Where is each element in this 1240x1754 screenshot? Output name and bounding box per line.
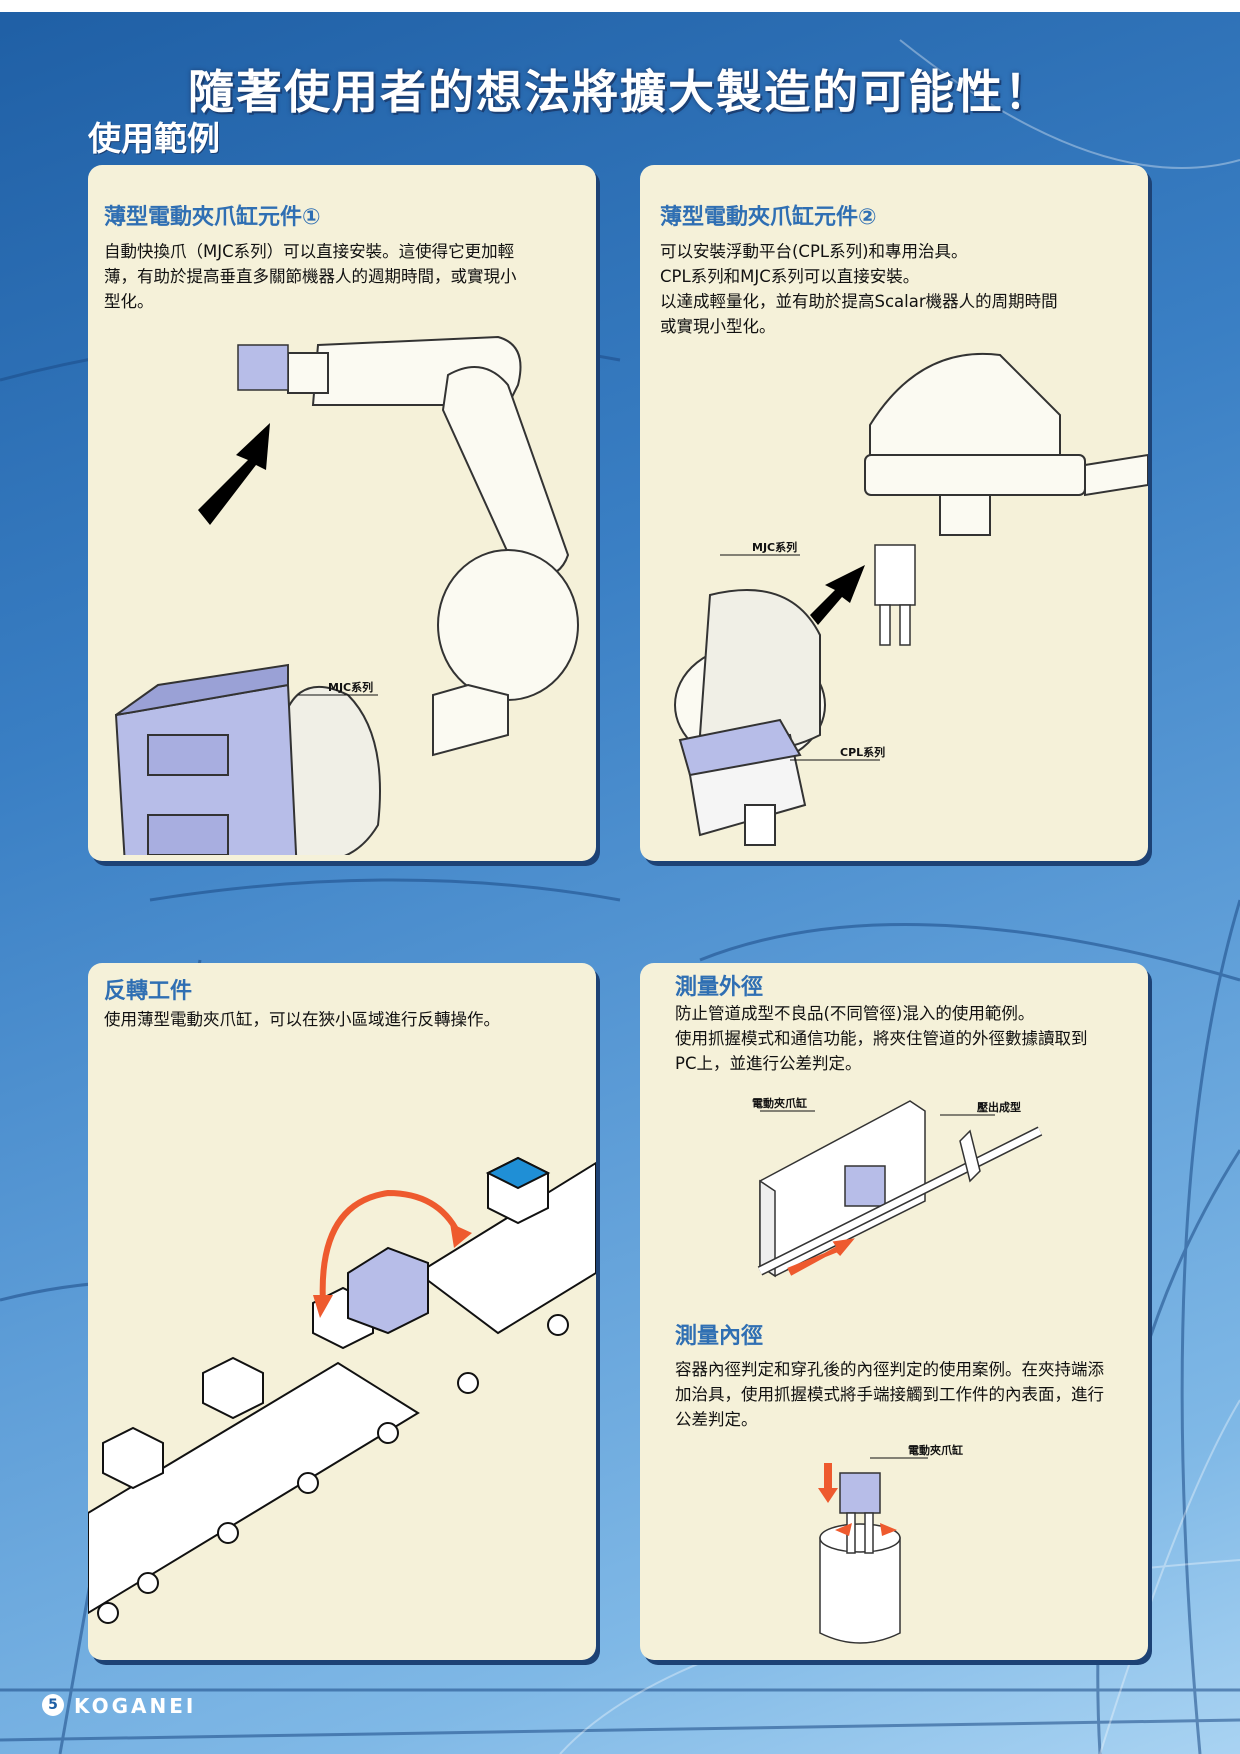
black-arrow — [810, 565, 865, 625]
card-text-line: 公差判定。 — [675, 1410, 758, 1429]
section-title: 使用範例 — [88, 119, 220, 158]
rotation-arrow — [319, 1189, 461, 1304]
card-title: 反轉工件 — [104, 979, 193, 1004]
card-text-line: PC上，並進行公差判定。 — [675, 1054, 862, 1073]
card-text-line: 容器內徑判定和穿孔後的內徑判定的使用案例。在夾持端添 — [675, 1360, 1104, 1379]
card-title: 薄型電動夾爪缸元件② — [660, 205, 877, 230]
card-text-line: 自動快換爪（MJC系列）可以直接安裝。這使得它更加輕 — [104, 242, 515, 261]
card-text-line: 防止管道成型不良品(不同管徑)混入的使用範例。 — [675, 1004, 1035, 1023]
card-text-line: 薄，有助於提高垂直多關節機器人的週期時間，或實現小 — [104, 267, 517, 286]
callout-electric-gripper: 電動夾爪缸 — [752, 1096, 807, 1110]
card-text-line: 加治具，使用抓握模式將手端接觸到工作件的內表面，進行 — [675, 1385, 1104, 1404]
card-text-line: 使用抓握模式和通信功能，將夾住管道的外徑數據讀取到 — [675, 1029, 1088, 1048]
direction-arrow — [787, 1238, 855, 1276]
card-text-line: 型化。 — [104, 292, 154, 311]
black-arrow — [198, 423, 270, 525]
conveyor-illustration — [88, 1156, 596, 1624]
card-flip-workpiece: 反轉工件 使用薄型電動夾爪缸，可以在狹小區域進行反轉操作。 — [88, 963, 596, 1660]
callout-extrusion: 壓出成型 — [977, 1100, 1021, 1114]
card-text-line: CPL系列和MJC系列可以直接安裝。 — [660, 267, 920, 286]
callout-mjc: MJC系列 — [328, 680, 373, 694]
card-gripper-2: 薄型電動夾爪缸元件② 可以安裝浮動平台(CPL系列)和專用治具。 CPL系列和M… — [640, 165, 1148, 861]
down-arrow — [818, 1463, 838, 1503]
card-title: 薄型電動夾爪缸元件① — [104, 205, 321, 230]
inner-diameter-illustration: 電動夾爪缸 — [818, 1443, 963, 1644]
robot-arm-illustration: MJC系列 — [114, 335, 579, 855]
card-gripper-1: 薄型電動夾爪缸元件① 自動快換爪（MJC系列）可以直接安裝。這使得它更加輕 薄，… — [88, 165, 596, 861]
card-text-line: 可以安裝浮動平台(CPL系列)和專用治具。 — [660, 242, 968, 261]
headline: 隨著使用者的想法將擴大製造的可能性！ — [188, 65, 1052, 119]
koganei-logo: KOGANEI — [74, 1694, 197, 1718]
outer-diameter-illustration: 電動夾爪缸 壓出成型 — [752, 1096, 1043, 1278]
card-text-line: 以達成輕量化，並有助於提高Scalar機器人的周期時間 — [660, 292, 1058, 311]
callout-mjc: MJC系列 — [752, 540, 797, 554]
callout-electric-gripper-inner: 電動夾爪缸 — [908, 1443, 963, 1457]
card-subtitle: 測量內徑 — [675, 1324, 764, 1349]
card-text-line: 或實現小型化。 — [660, 317, 776, 336]
card-measure-diameter: 測量外徑 防止管道成型不良品(不同管徑)混入的使用範例。 使用抓握模式和通信功能… — [640, 963, 1148, 1660]
page-number: 5 — [42, 1694, 64, 1716]
scara-robot-illustration: MJC系列 CPL系列 — [674, 352, 1148, 846]
callout-cpl: CPL系列 — [840, 745, 885, 759]
card-title: 測量外徑 — [675, 975, 764, 1000]
top-bar — [0, 0, 1240, 12]
card-text-line: 使用薄型電動夾爪缸，可以在狹小區域進行反轉操作。 — [104, 1010, 500, 1029]
